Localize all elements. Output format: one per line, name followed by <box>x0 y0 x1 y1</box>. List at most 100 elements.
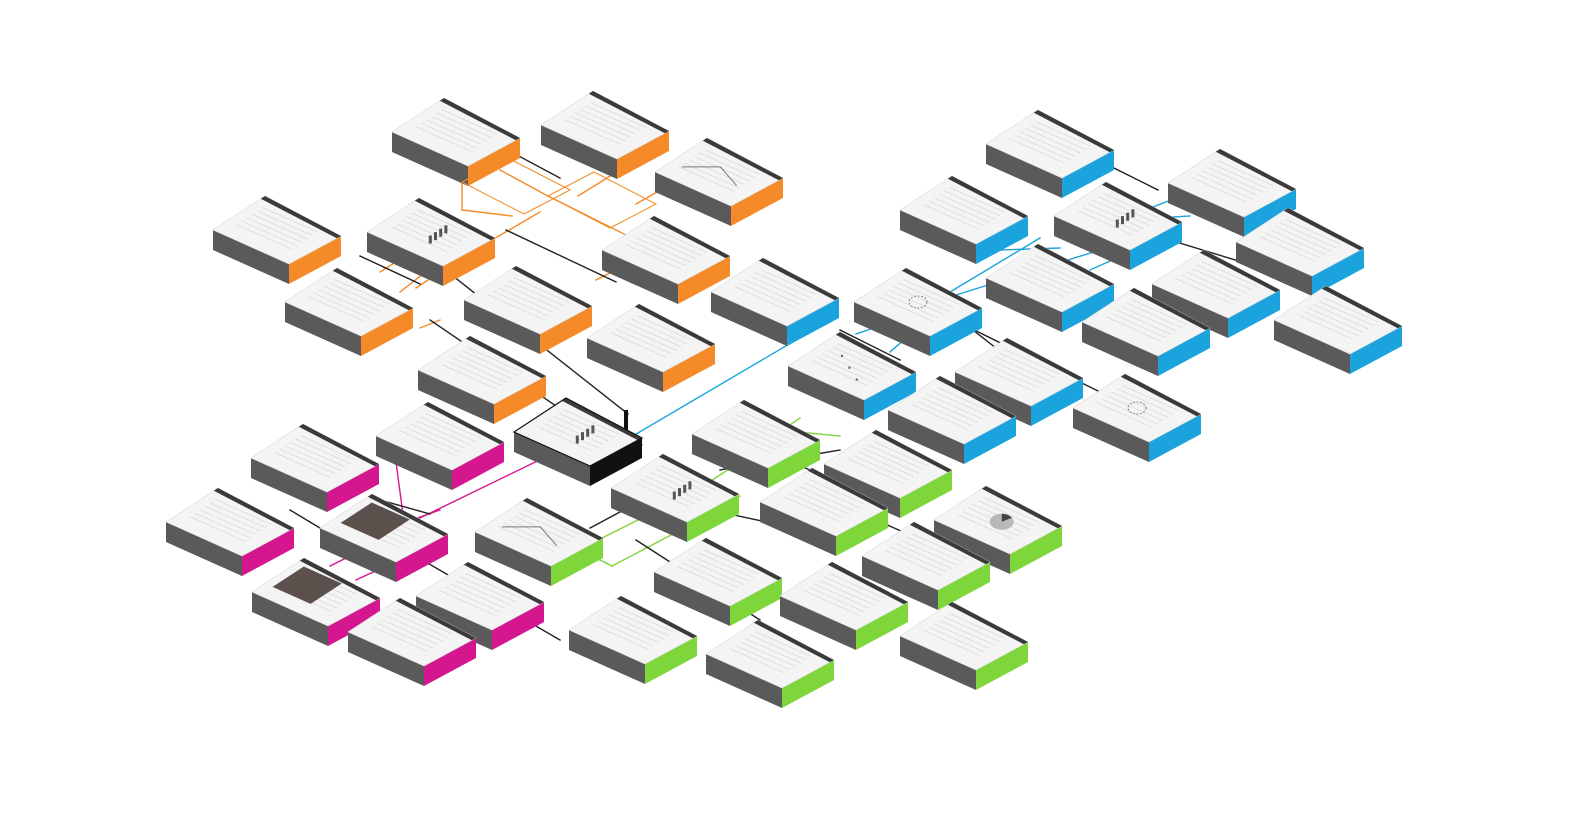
green-screen-7[interactable] <box>861 521 991 610</box>
orange-screen-4[interactable] <box>212 195 342 284</box>
orange-screen-7[interactable] <box>284 267 414 356</box>
magenta-screen-6[interactable] <box>415 561 545 650</box>
orange-screen-9[interactable] <box>586 303 716 392</box>
mini-chart-line <box>502 526 557 546</box>
magenta-screen-1[interactable] <box>375 401 505 490</box>
green-screen-1[interactable] <box>691 399 821 488</box>
green-screen-8[interactable] <box>653 537 783 626</box>
content-row <box>783 496 840 522</box>
hub-screen[interactable] <box>512 397 644 486</box>
tile-side-accent <box>1149 414 1201 462</box>
content-row <box>949 187 1006 213</box>
orange-screen-5[interactable] <box>366 197 496 286</box>
tile-side-left <box>569 630 645 684</box>
tile-content <box>783 479 866 522</box>
tile-side-accent <box>787 298 839 346</box>
content-row <box>937 387 994 413</box>
tile-side-accent <box>645 636 697 684</box>
blue-screen-6[interactable] <box>710 257 840 346</box>
tile-header-bar <box>649 216 730 259</box>
tile-side-left <box>862 556 938 610</box>
green-screen-10[interactable] <box>568 595 698 684</box>
mini-bar <box>678 488 681 497</box>
content-row <box>1307 307 1364 333</box>
green-screen-6[interactable] <box>933 485 1063 574</box>
preview-frame <box>460 157 572 215</box>
green-screen-11[interactable] <box>705 619 835 708</box>
content-row <box>1313 304 1369 330</box>
content-row <box>927 394 983 420</box>
blue-screen-1[interactable] <box>985 109 1115 198</box>
content-row <box>803 590 860 616</box>
orange-screen-1[interactable] <box>391 97 521 186</box>
blue-screen-11[interactable] <box>1273 285 1403 374</box>
blue-screen-2[interactable] <box>1167 148 1297 237</box>
blue-screen-13[interactable] <box>954 337 1084 426</box>
magenta-screen-3[interactable] <box>165 487 295 576</box>
content-row <box>1030 124 1087 151</box>
tile-content <box>487 277 570 320</box>
content-row <box>399 430 456 456</box>
magenta-screen-7[interactable] <box>347 597 477 686</box>
green-screen-9[interactable] <box>779 561 909 650</box>
orange-screen-2[interactable] <box>540 90 670 179</box>
content-row <box>903 279 960 305</box>
content-row <box>574 112 631 138</box>
content-row <box>1105 316 1162 342</box>
tile-header-bar <box>1199 250 1280 293</box>
tile-side-left <box>611 488 687 542</box>
blue-screen-7[interactable] <box>985 243 1115 332</box>
content-row <box>639 478 696 505</box>
orange-screen-10[interactable] <box>417 335 547 424</box>
blue-screen-4[interactable] <box>1053 181 1183 270</box>
blue-screen-14[interactable] <box>887 375 1017 464</box>
tile-side-left <box>955 372 1031 426</box>
content-row <box>602 617 659 643</box>
tile-side-accent <box>730 578 782 626</box>
tile-header-bar <box>835 332 916 375</box>
blue-screen-15[interactable] <box>1072 373 1202 462</box>
blue-screen-3[interactable] <box>899 175 1029 264</box>
tile-side-accent <box>1130 222 1182 270</box>
content-row <box>1191 177 1248 203</box>
green-screen-5[interactable] <box>474 497 604 586</box>
content-row <box>755 272 812 299</box>
content-row <box>698 552 755 579</box>
content-row <box>939 620 995 646</box>
tile-content <box>610 315 693 358</box>
blue-screen-12[interactable] <box>787 331 917 420</box>
content-row <box>729 648 786 674</box>
tile-header-bar <box>463 562 544 605</box>
green-screen-12[interactable] <box>899 601 1029 690</box>
mini-bar <box>591 425 595 434</box>
preview-frame <box>546 171 658 229</box>
tile-content <box>1175 261 1258 304</box>
content-row <box>513 277 570 303</box>
content-row <box>1122 385 1179 411</box>
orange-screen-3[interactable] <box>654 137 784 226</box>
content-row <box>1201 170 1258 196</box>
orange-screen-8[interactable] <box>463 265 593 354</box>
orange-screen-6[interactable] <box>601 215 731 304</box>
tile-side-left <box>854 302 930 356</box>
content-row <box>1082 206 1139 233</box>
blue-screen-10[interactable] <box>1081 287 1211 376</box>
content-row <box>446 360 503 387</box>
content-row <box>1302 310 1359 337</box>
blue-screen-5[interactable] <box>1235 207 1365 296</box>
green-screen-3[interactable] <box>610 453 740 542</box>
tile-screen <box>586 303 716 373</box>
content-row <box>205 506 261 532</box>
green-screen-4[interactable] <box>759 467 889 556</box>
tile-content <box>274 435 357 478</box>
blue-screen-9[interactable] <box>853 267 983 356</box>
tile-side-left <box>900 210 976 264</box>
content-row <box>923 630 980 656</box>
pie-slice <box>1001 513 1012 522</box>
magenta-screen-4[interactable] <box>319 493 449 582</box>
blue-screen-8[interactable] <box>1151 249 1281 338</box>
tile-content <box>729 631 812 674</box>
magenta-screen-5[interactable] <box>251 557 381 646</box>
magenta-screen-2[interactable] <box>250 423 380 512</box>
